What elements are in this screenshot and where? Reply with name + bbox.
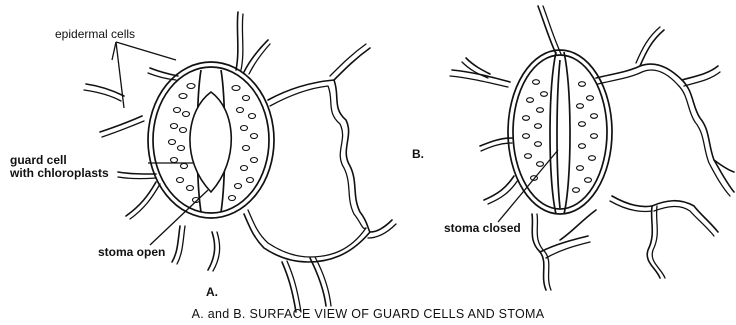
label-diagram-a: A. [206,285,218,299]
label-guard-cell-line1: guard cell [10,153,67,167]
leader-epidermal-1 [116,42,124,108]
leader-epidermal-2 [116,42,176,60]
guard-cell-divider-right-b [564,52,570,214]
label-diagram-b: B. [412,147,424,161]
label-guard-cell-line2: with chloroplasts [9,166,109,180]
label-stoma-open: stoma open [98,245,165,259]
diagram-a: epidermal cells guard cell with chloropl… [9,12,396,312]
label-epidermal-cells: epidermal cells [55,27,135,41]
chloroplasts-right-a [229,86,258,201]
figure-caption: A. and B. SURFACE VIEW OF GUARD CELLS AN… [192,307,545,321]
epidermal-cell-walls-a [84,12,396,312]
chloroplasts-left-b [523,80,548,181]
stoma-pore-closed [557,60,560,208]
guard-cell-divider-left-b [550,52,556,214]
diagram-b: B. stoma closed [412,6,734,290]
leader-epidermal-3 [112,42,116,60]
chloroplasts-right-b [573,82,598,193]
label-stoma-closed: stoma closed [444,221,521,235]
guard-cell-outer-wall-inner-b [513,55,607,209]
guard-cell-outer-wall-b [508,50,612,214]
stoma-pore-open [190,92,231,192]
epidermal-cell-walls-b [450,6,734,290]
